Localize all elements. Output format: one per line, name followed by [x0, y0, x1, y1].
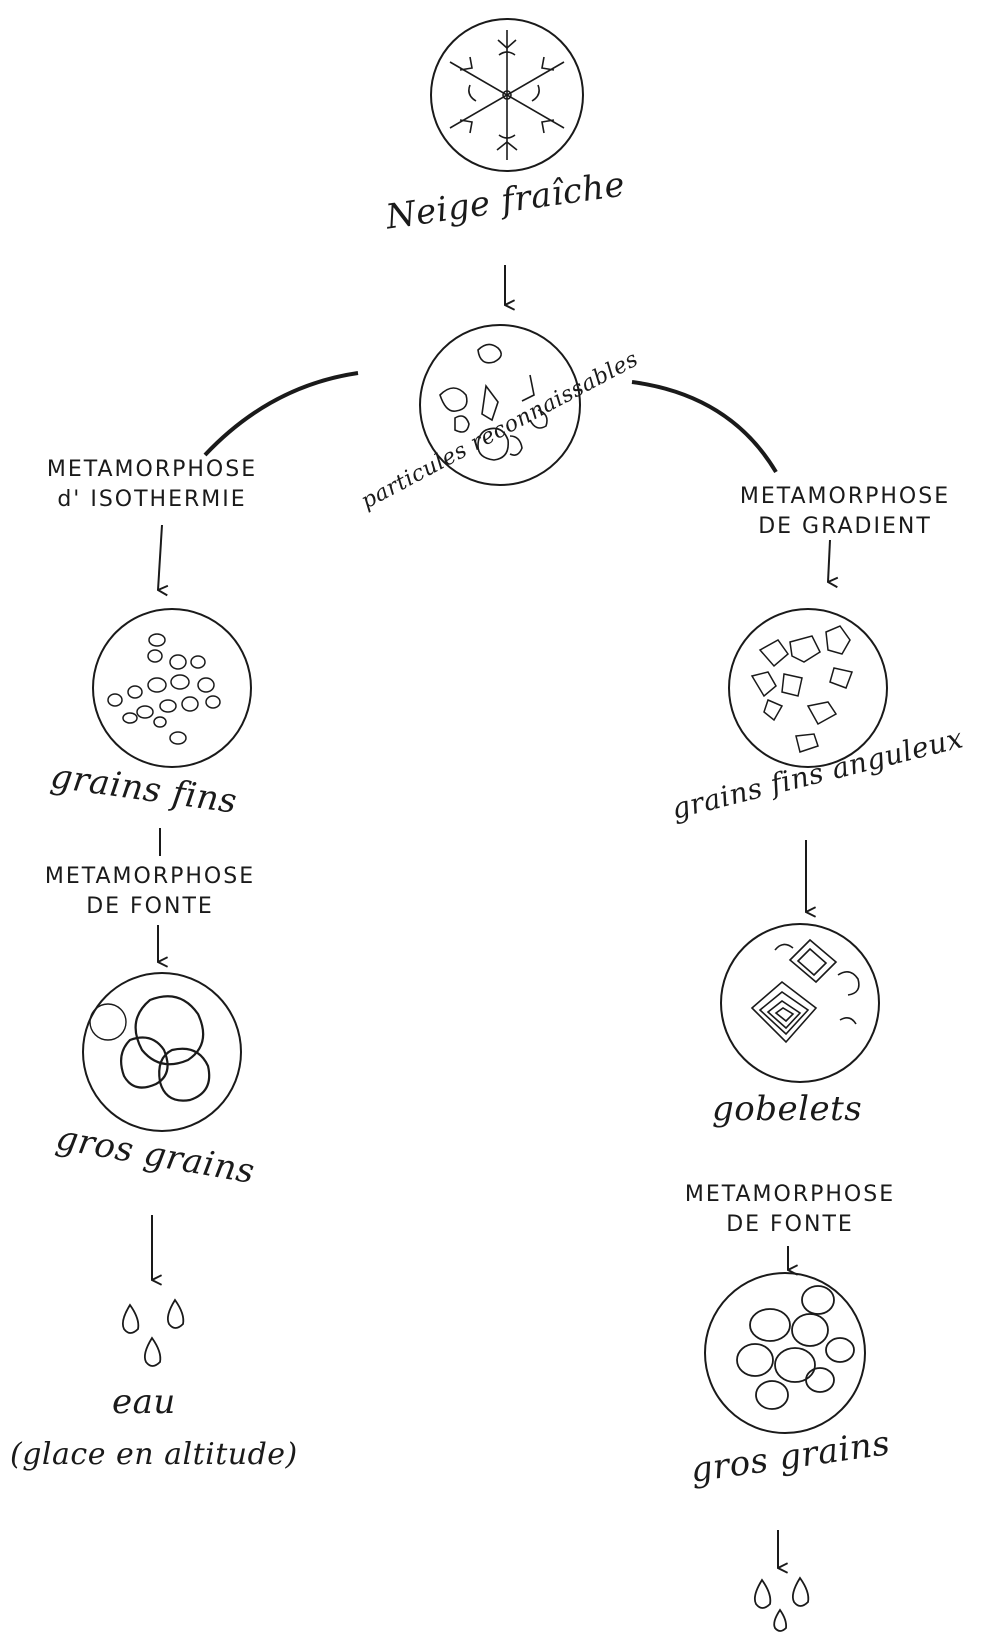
coarse-grains-left-circle	[83, 973, 241, 1131]
label-ice-altitude: (glace en altitude)	[10, 1440, 298, 1470]
coarse-grains-icon	[90, 996, 209, 1100]
process-melt-left: METAMORPHOSE DE FONTE	[20, 862, 280, 922]
fine-grains-circle	[93, 609, 251, 767]
process-gradient-line2: DE GRADIENT	[700, 512, 990, 542]
fine-rounded-grains-icon	[108, 634, 220, 744]
water-drops-right-icon	[755, 1578, 808, 1631]
process-isothermal: METAMORPHOSE d' ISOTHERMIE	[22, 455, 282, 515]
fresh-snow-circle	[431, 19, 583, 171]
process-melt-right-line2: DE FONTE	[670, 1210, 910, 1240]
label-water: eau	[112, 1385, 176, 1419]
snowflake-crystal-icon	[450, 30, 564, 160]
arrow-isothermal-to-fine	[158, 525, 162, 590]
arrow-gradient-to-angular	[828, 540, 830, 582]
process-melt-left-line2: DE FONTE	[20, 892, 280, 922]
branch-arc-right	[632, 382, 776, 472]
coarse-grains-icon	[737, 1286, 854, 1409]
water-drops-icon	[123, 1300, 183, 1366]
process-melt-left-line1: METAMORPHOSE	[20, 862, 280, 892]
process-isothermal-line1: METAMORPHOSE	[22, 455, 282, 485]
process-isothermal-line2: d' ISOTHERMIE	[22, 485, 282, 515]
process-melt-right: METAMORPHOSE DE FONTE	[670, 1180, 910, 1240]
label-cups: gobelets	[712, 1092, 862, 1126]
angular-grains-icon	[752, 626, 852, 752]
depth-hoar-cups-icon	[752, 940, 859, 1042]
angular-grains-circle	[729, 609, 887, 767]
cups-circle	[721, 924, 879, 1082]
process-gradient-line1: METAMORPHOSE	[700, 482, 990, 512]
branch-arc-left	[205, 373, 358, 455]
process-melt-right-line1: METAMORPHOSE	[670, 1180, 910, 1210]
coarse-grains-right-circle	[705, 1273, 865, 1433]
process-gradient: METAMORPHOSE DE GRADIENT	[700, 482, 990, 542]
